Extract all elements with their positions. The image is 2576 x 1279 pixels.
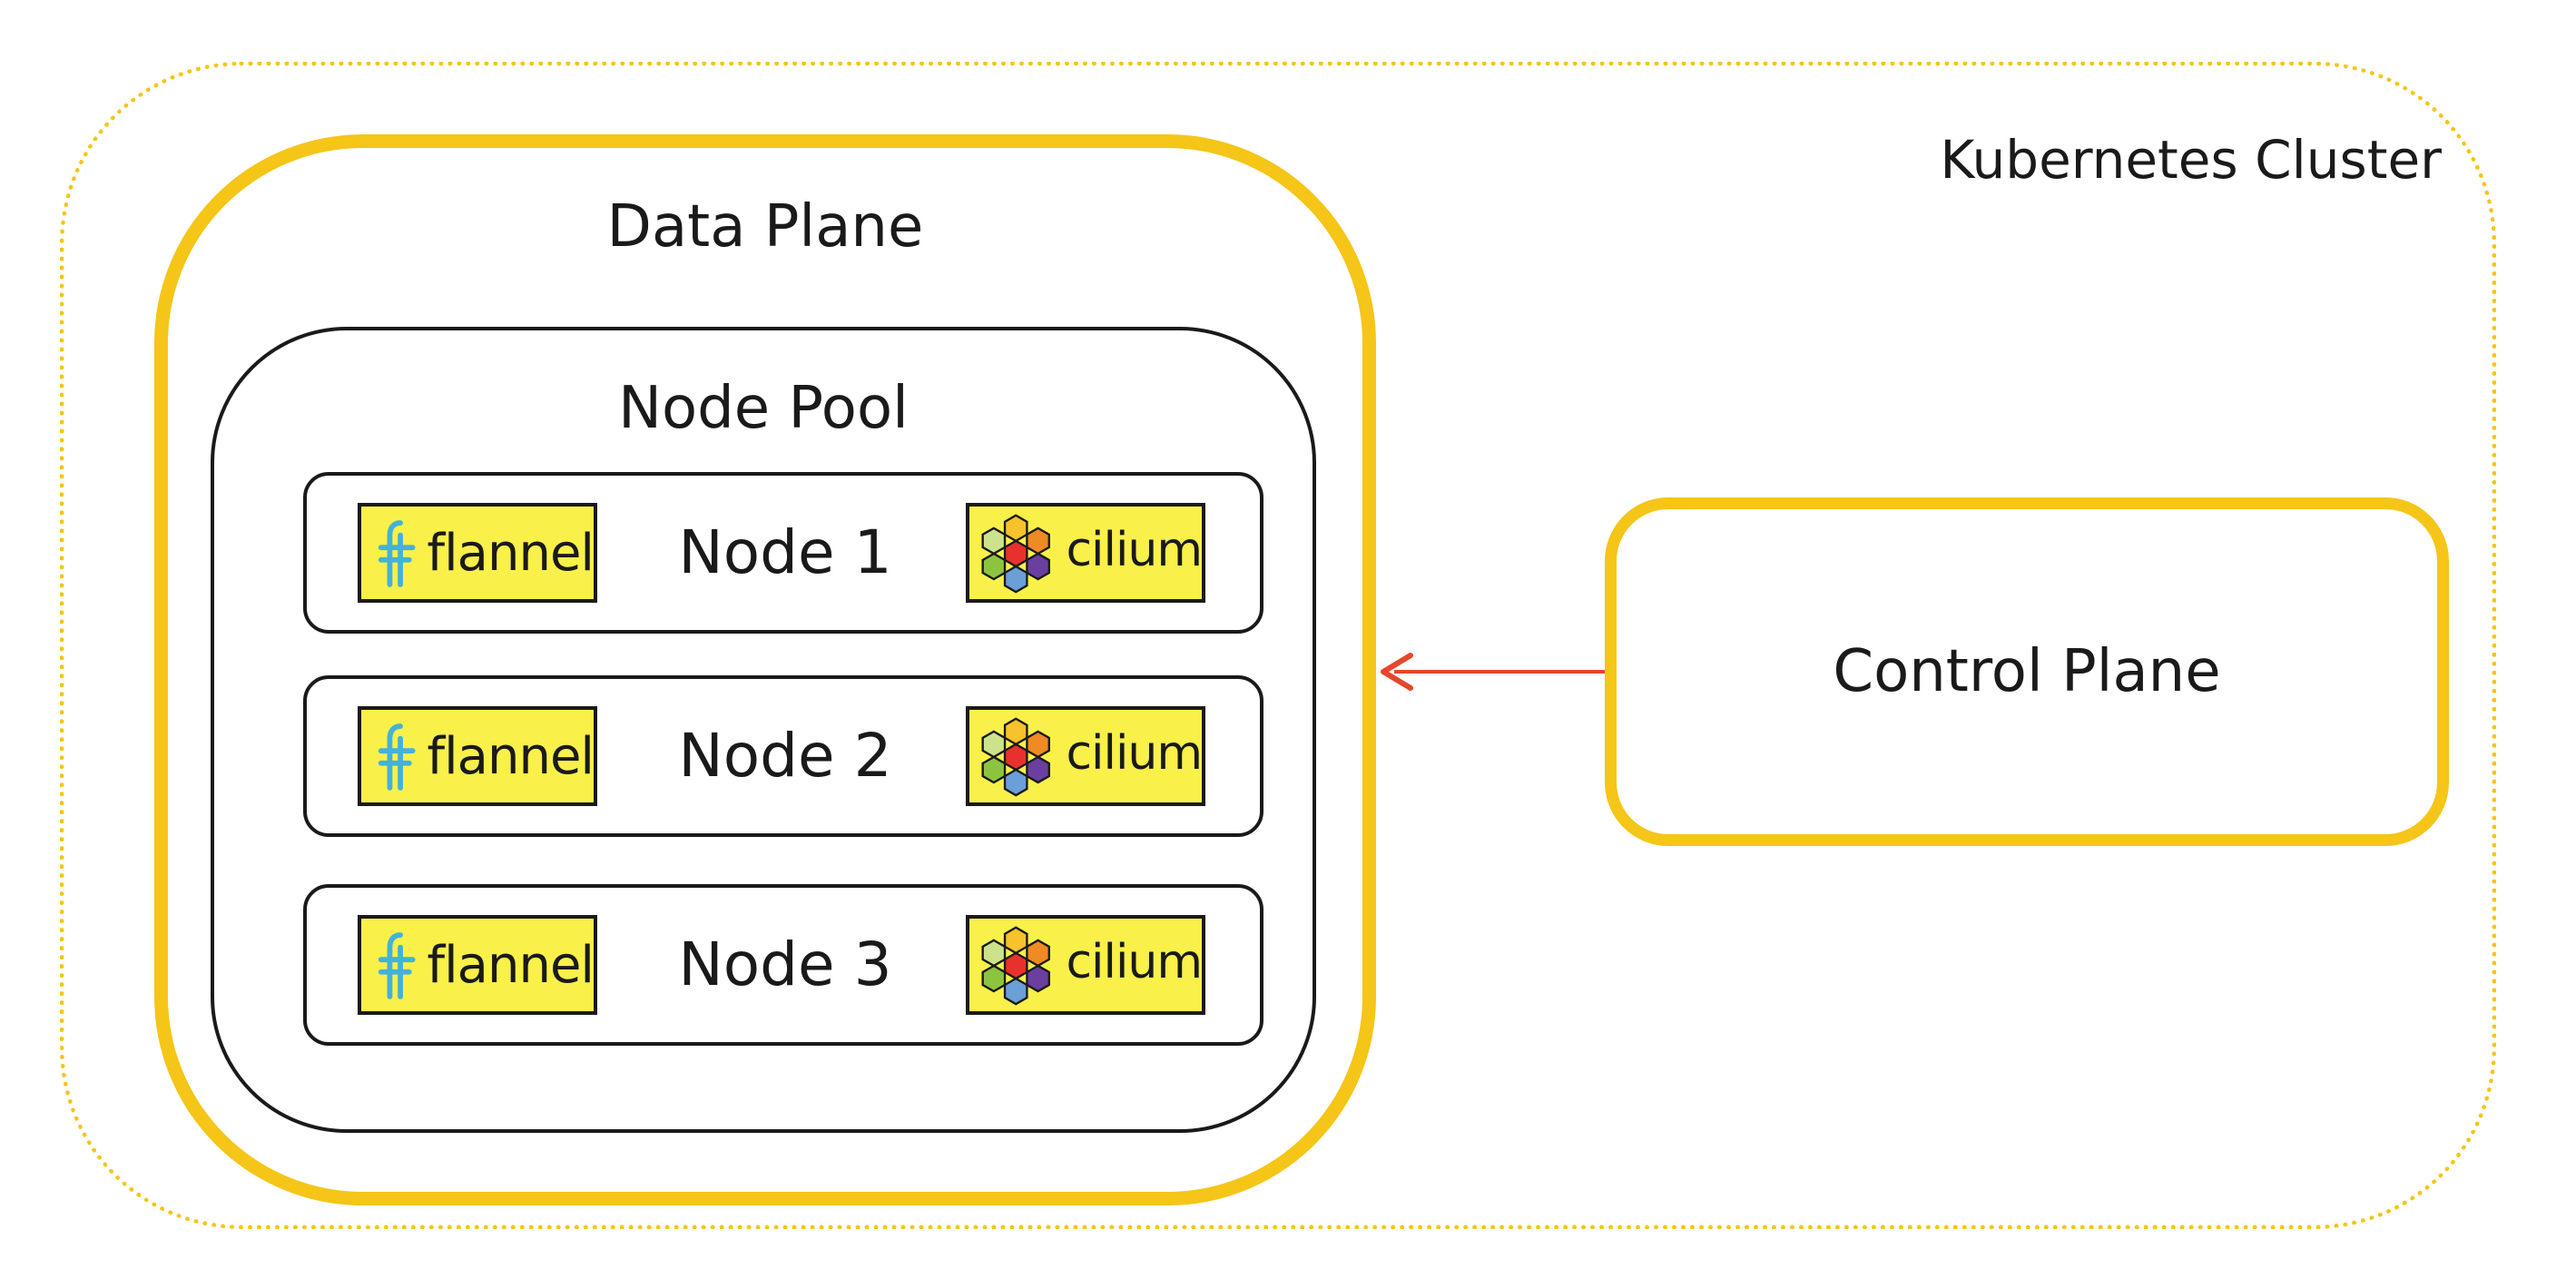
node-pool-box[interactable] <box>211 327 1316 1133</box>
data-plane-label: Data Plane <box>606 193 924 261</box>
kubernetes-cluster-label: Kubernetes Cluster <box>1940 129 2442 191</box>
cilium-logo-icon: cilium <box>966 503 1205 603</box>
flannel-logo-text: flannel <box>427 523 595 583</box>
kubernetes-cluster-boundary <box>60 62 2496 1229</box>
flannel-mark-icon <box>378 723 416 791</box>
cilium-logo-text: cilium <box>1066 726 1203 781</box>
cilium-logo-icon: cilium <box>966 706 1205 806</box>
flannel-mark-icon <box>378 520 416 587</box>
node-pool-label: Node Pool <box>618 375 909 442</box>
node-1-label: Node 1 <box>678 517 892 587</box>
flannel-logo-icon: flannel <box>358 706 597 806</box>
flannel-logo-text: flannel <box>427 726 595 786</box>
flannel-logo-icon: flannel <box>358 915 597 1015</box>
cilium-hex-mark-icon <box>981 717 1050 797</box>
control-plane-label: Control Plane <box>1833 638 2221 705</box>
cilium-logo-text: cilium <box>1066 935 1203 989</box>
node-3-label: Node 3 <box>678 930 892 999</box>
arrow-left-icon <box>1381 653 1608 691</box>
control-plane-box[interactable] <box>1605 497 2449 846</box>
flannel-logo-text: flannel <box>427 935 595 995</box>
cilium-hex-mark-icon <box>981 514 1050 594</box>
flannel-logo-icon: flannel <box>358 503 597 603</box>
cilium-logo-icon: cilium <box>966 915 1205 1015</box>
cilium-hex-mark-icon <box>981 926 1050 1006</box>
node-2-label: Node 2 <box>678 721 892 791</box>
flannel-mark-icon <box>378 932 416 999</box>
cilium-logo-text: cilium <box>1066 523 1203 577</box>
